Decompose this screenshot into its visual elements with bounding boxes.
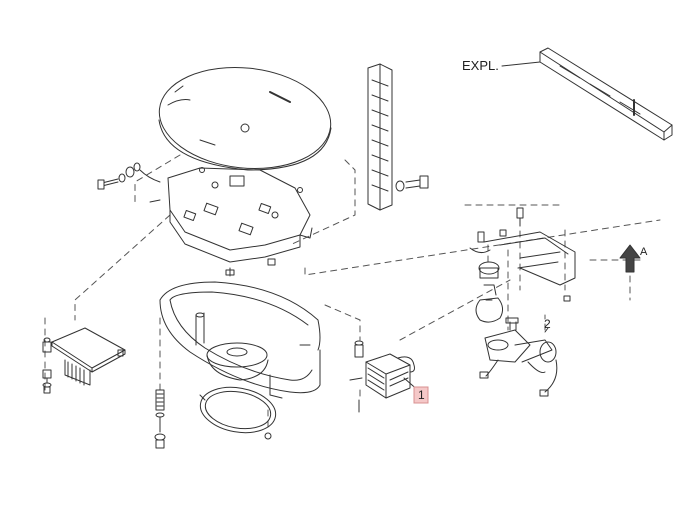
mounting-bracket-plate	[167, 167, 313, 263]
gasket-ring	[199, 386, 277, 440]
circuit-board	[51, 327, 126, 386]
part-2-label: 2	[544, 317, 551, 331]
part-1-label: 1	[418, 388, 425, 402]
vertical-rail	[367, 63, 393, 211]
top-plate	[158, 66, 332, 171]
part-1-highlight	[413, 386, 429, 404]
direction-arrow	[619, 244, 641, 273]
expl-rail	[539, 47, 673, 141]
transformer-part	[349, 340, 415, 413]
screw-set-left	[97, 162, 276, 276]
lamp-bracket	[469, 207, 576, 302]
expl-leader-line	[501, 61, 541, 67]
gear-motor	[479, 317, 558, 397]
arrow-a-label: A	[640, 246, 648, 258]
expl-label: EXPL.	[462, 58, 499, 73]
part-2-leader-line	[544, 327, 549, 333]
rail-screw	[395, 175, 429, 192]
assembly-guide-lines	[44, 154, 661, 431]
lamp-bulb	[475, 261, 504, 323]
standoff-stack	[42, 337, 52, 394]
bolt-stack	[154, 389, 166, 449]
base-housing	[159, 281, 321, 399]
